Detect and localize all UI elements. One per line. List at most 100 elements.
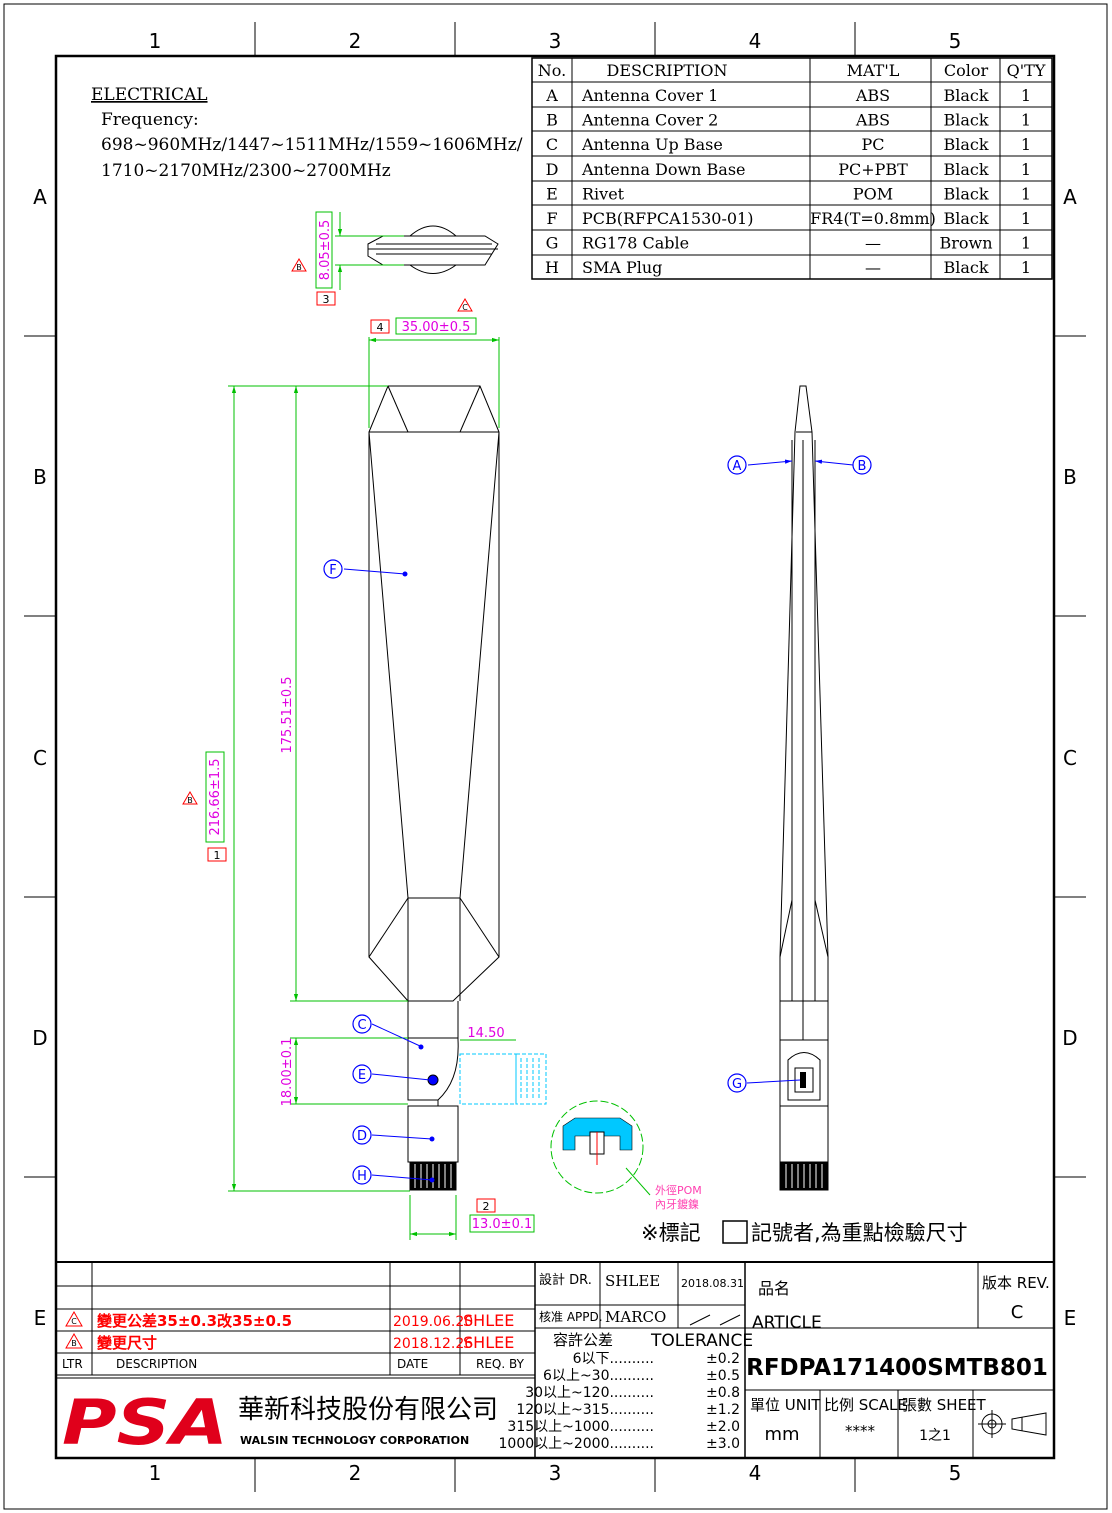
svg-text:C: C	[71, 1317, 77, 1326]
bom-cell: ABS	[855, 86, 890, 105]
bom-cell: 1	[1021, 86, 1031, 105]
bom-cell: 1	[1021, 258, 1031, 277]
row-label: E	[34, 1306, 47, 1330]
bom-cell: —	[865, 258, 881, 277]
bom-cell: Black	[943, 111, 988, 130]
svg-text:A: A	[733, 459, 742, 474]
svg-text:2: 2	[483, 1200, 490, 1213]
callout-d	[352, 1125, 372, 1145]
bom-cell: Black	[943, 86, 988, 105]
bom-cell: D	[546, 160, 559, 179]
bom-cell: PC+PBT	[838, 160, 908, 179]
column-label: 1	[149, 29, 162, 53]
svg-text:單位 UNIT: 單位 UNIT	[750, 1396, 821, 1414]
column-label: 4	[749, 1461, 762, 1485]
callout-e	[352, 1064, 372, 1084]
body-length-dimension: 175.51±0.5	[280, 676, 295, 753]
bom-cell: Antenna Down Base	[581, 160, 746, 179]
svg-text:B: B	[858, 459, 867, 474]
svg-text:MARCO: MARCO	[605, 1308, 666, 1326]
bom-header-cell: Q'TY	[1007, 61, 1046, 80]
svg-text:****: ****	[845, 1422, 876, 1440]
svg-text:※標記: ※標記	[641, 1221, 701, 1245]
callout-a	[727, 455, 747, 475]
bom-cell: B	[546, 111, 558, 130]
projection-symbol	[978, 1410, 1047, 1438]
bom-header-cell: MAT'L	[847, 61, 900, 80]
bom-cell: ABS	[855, 111, 890, 130]
svg-text:C: C	[1011, 1302, 1024, 1323]
revision-table: 變更公差35±0.3改35±0.5 變更尺寸 2019.06.20 2018.1…	[56, 1261, 1054, 1458]
callout-g	[727, 1073, 747, 1093]
callout-h	[352, 1165, 372, 1185]
svg-text:版本 REV.: 版本 REV.	[982, 1274, 1050, 1292]
revision-c-description: 變更公差35±0.3改35±0.5	[96, 1312, 292, 1330]
callout-f	[323, 559, 343, 579]
column-label: 5	[949, 1461, 962, 1485]
bom-cell: FR4(T=0.8mm)	[810, 209, 936, 228]
detail-note-line-2: 內牙鍍鎳	[655, 1197, 699, 1211]
side-view	[779, 385, 829, 1191]
svg-text:B: B	[187, 796, 193, 805]
column-label: 2	[349, 29, 362, 53]
front-view: 35.00±0.5 216.66±1.5 175.51±0.5 18.00±0.…	[182, 298, 547, 1240]
row-label: D	[32, 1026, 47, 1050]
bom-cell: Black	[943, 184, 988, 203]
svg-text:記號者,為重點檢驗尺寸: 記號者,為重點檢驗尺寸	[751, 1221, 968, 1245]
bom-cell: PC	[861, 135, 884, 154]
revision-b-date: 2018.12.26	[393, 1336, 473, 1352]
row-label: C	[33, 746, 47, 770]
svg-text:TOLERANCE: TOLERANCE	[650, 1331, 753, 1351]
svg-text:LTR: LTR	[62, 1357, 83, 1371]
column-label: 4	[749, 29, 762, 53]
tolerance-range: 6以上~30..........	[543, 1368, 654, 1384]
svg-text:E: E	[358, 1068, 366, 1083]
svg-text:REQ. BY: REQ. BY	[476, 1357, 525, 1371]
key-markers: 4 1 2 C B	[182, 298, 496, 1213]
drawing-frame	[3, 3, 1108, 1510]
bom-cell: H	[545, 258, 559, 277]
top-view: 8.05±0.5 B 3	[291, 211, 499, 306]
hinge-height-dimension: 18.00±0.1	[280, 1038, 295, 1107]
svg-text:B: B	[71, 1339, 77, 1348]
tolerance-value: ±0.5	[706, 1368, 740, 1384]
svg-text:C: C	[357, 1018, 366, 1033]
bom-cell: Brown	[939, 234, 992, 253]
svg-text:4: 4	[377, 321, 384, 334]
key-marker-box: 3	[316, 291, 336, 306]
revision-triangle: B	[291, 258, 307, 272]
row-label: B	[1063, 465, 1077, 489]
tolerance-value: ±1.2	[706, 1402, 740, 1418]
logo-text: PSA	[62, 1386, 228, 1459]
svg-text:SHLEE: SHLEE	[605, 1272, 660, 1290]
frequency-line-1: 698~960MHz/1447~1511MHz/1559~1606MHz/	[101, 135, 523, 155]
column-label: 1	[149, 1461, 162, 1485]
row-label: B	[33, 465, 47, 489]
tolerance-range: 315以上~1000..........	[507, 1419, 654, 1435]
company-name-zh: 華新科技股份有限公司	[238, 1395, 498, 1425]
callout-b	[852, 455, 872, 475]
svg-text:D: D	[357, 1129, 367, 1144]
tolerance-range: 6以下..........	[573, 1351, 654, 1367]
bom-cell: C	[546, 135, 558, 154]
bom-cell: 1	[1021, 234, 1031, 253]
row-label: C	[1063, 746, 1077, 770]
bom-cell: Antenna Up Base	[581, 135, 723, 154]
bom-cell: 1	[1021, 111, 1031, 130]
frequency-line-2: 1710~2170MHz/2300~2700MHz	[101, 161, 391, 181]
tolerance-range: 1000以上~2000..........	[499, 1436, 655, 1452]
bom-cell: F	[546, 209, 557, 228]
svg-text:3: 3	[323, 293, 330, 306]
bom-cell: Antenna Cover 2	[581, 111, 718, 130]
revision-b-by: SHLEE	[463, 1333, 514, 1352]
row-label: D	[1062, 1026, 1077, 1050]
svg-text:DESCRIPTION: DESCRIPTION	[116, 1357, 197, 1371]
svg-text:B: B	[296, 263, 302, 272]
bom-cell: SMA Plug	[582, 258, 662, 277]
svg-text:2018.08.31: 2018.08.31	[681, 1277, 744, 1290]
callout-c	[352, 1014, 372, 1034]
svg-text:F: F	[329, 563, 336, 578]
hinge-offset-dimension: 14.50	[467, 1026, 504, 1041]
svg-text:G: G	[732, 1077, 742, 1092]
svg-text:ARTICLE: ARTICLE	[752, 1313, 822, 1333]
